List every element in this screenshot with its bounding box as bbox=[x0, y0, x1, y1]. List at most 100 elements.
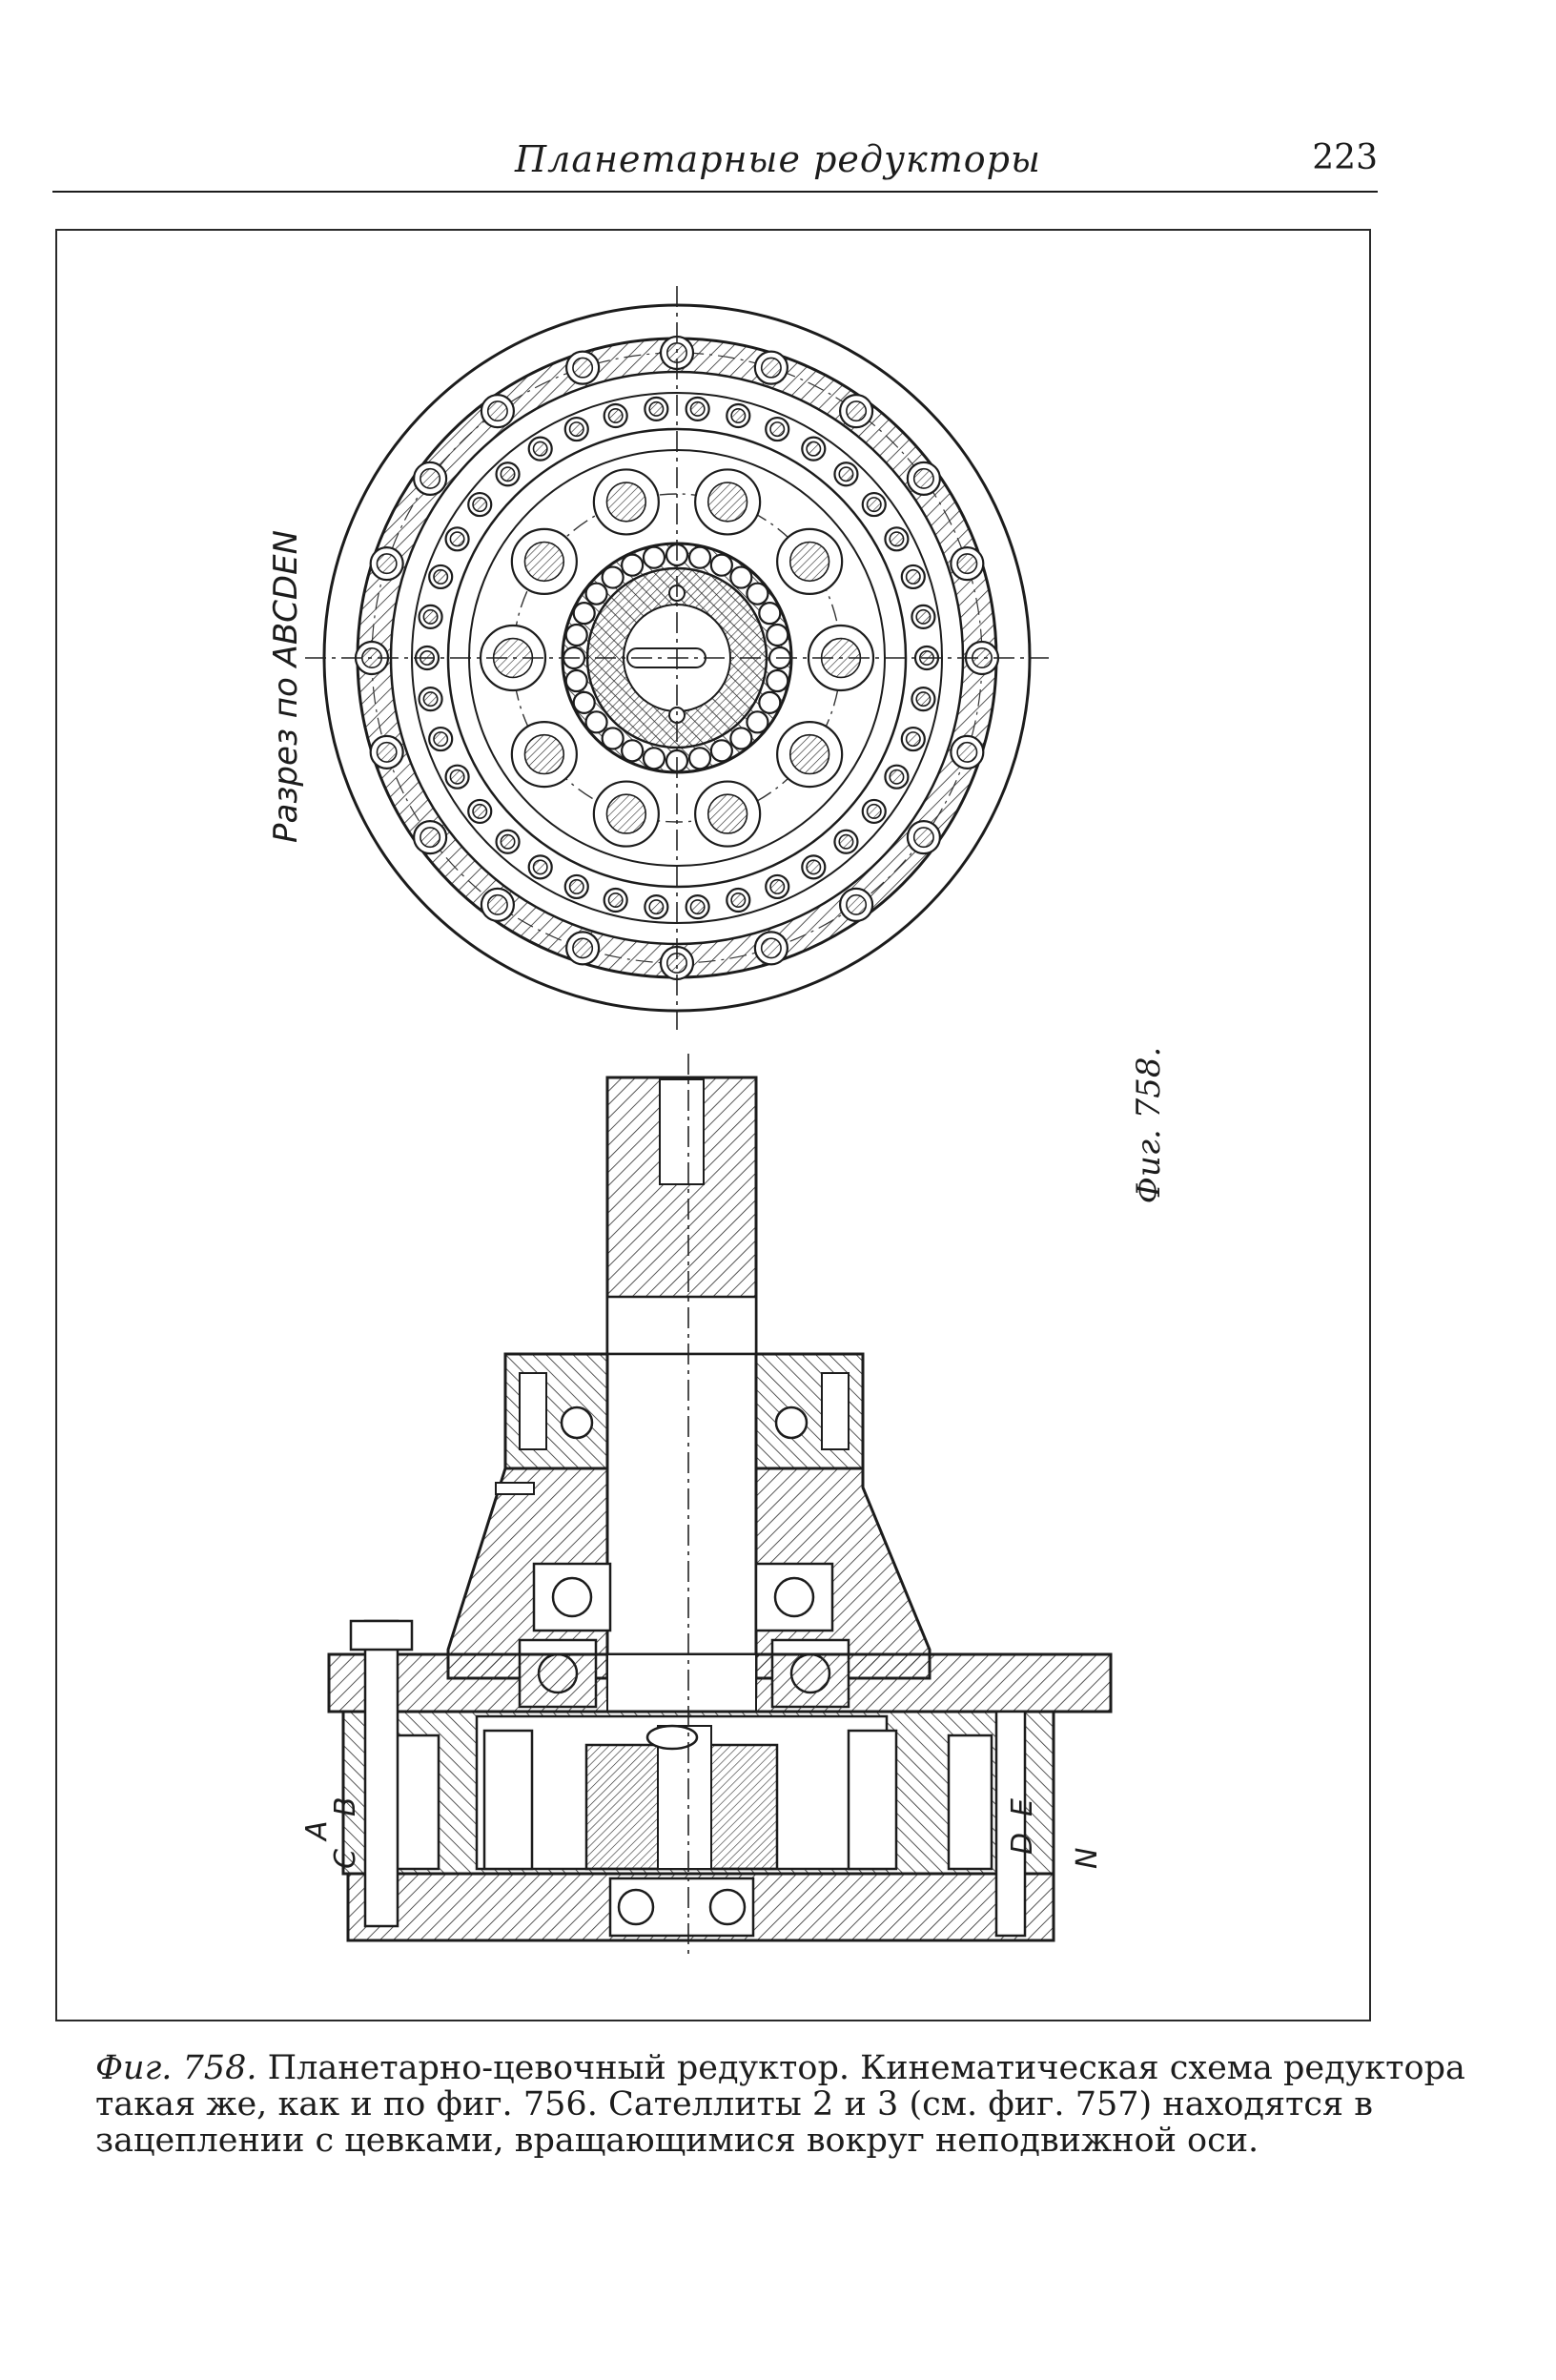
planet-bolt-hole-core bbox=[788, 541, 830, 583]
needle-roller bbox=[601, 565, 624, 589]
letter-b: B bbox=[329, 1796, 362, 1816]
middle-pin-core bbox=[905, 731, 921, 748]
middle-pin-core bbox=[433, 568, 449, 585]
circular-section-view bbox=[305, 286, 1049, 1030]
needle-roller bbox=[729, 727, 753, 750]
middle-pin-core bbox=[500, 833, 516, 850]
needle-roller bbox=[564, 623, 588, 647]
figure-frame bbox=[55, 229, 1371, 2021]
needle-roller bbox=[766, 668, 789, 693]
running-head: Планетарные редукторы 223 bbox=[52, 133, 1378, 191]
middle-pin-core bbox=[648, 400, 665, 417]
middle-pin-core bbox=[689, 899, 706, 915]
section-label-text: Разрез по ABCDEN bbox=[267, 529, 305, 844]
middle-pin-core bbox=[568, 421, 584, 438]
middle-pin-core bbox=[905, 568, 921, 585]
middle-pin-core bbox=[806, 441, 822, 457]
caption-line-1: Фиг. 758. Планетарно-цевочный редуктор. … bbox=[95, 2049, 1465, 2087]
needle-roller bbox=[758, 690, 782, 714]
middle-pin-core bbox=[607, 408, 624, 424]
outer-pin-core bbox=[956, 741, 978, 763]
letter-a: A bbox=[300, 1820, 334, 1842]
needle-roller bbox=[601, 727, 624, 750]
needle-roller bbox=[564, 668, 588, 693]
letter-d: D bbox=[1006, 1833, 1039, 1855]
middle-pin-core bbox=[433, 731, 449, 748]
needle-roller bbox=[746, 710, 769, 734]
outer-pin-core bbox=[572, 937, 594, 959]
needle-roller bbox=[621, 739, 645, 763]
planet-bolt-holes bbox=[479, 468, 875, 848]
needle-roller bbox=[758, 602, 782, 626]
middle-pin-core bbox=[730, 408, 747, 424]
needle-roller bbox=[729, 565, 753, 589]
outer-pin-core bbox=[912, 467, 934, 489]
middle-pin-core bbox=[449, 531, 465, 547]
section-marker-letters: A B C D E N bbox=[300, 1796, 1104, 1869]
middle-pin-core bbox=[889, 769, 905, 785]
middle-pin-core bbox=[472, 803, 488, 819]
outer-pin-core bbox=[420, 827, 441, 849]
outer-pin-core bbox=[486, 893, 508, 915]
middle-pin-core bbox=[607, 892, 624, 908]
outer-pin-core bbox=[376, 741, 398, 763]
outer-pin-core bbox=[420, 467, 441, 489]
caption-line-3: зацеплении с цевками, вращающимися вокру… bbox=[95, 2122, 1259, 2160]
middle-pin-core bbox=[806, 859, 822, 875]
middle-pin-core bbox=[689, 400, 706, 417]
page-number: 223 bbox=[1312, 138, 1378, 177]
planet-bolt-hole-core bbox=[788, 733, 830, 775]
needle-roller bbox=[572, 602, 596, 626]
middle-pin-core bbox=[915, 608, 932, 625]
caption-line-2: такая же, как и по фиг. 756. Сателлиты 2… bbox=[95, 2085, 1373, 2124]
outer-pin-core bbox=[912, 827, 934, 849]
middle-pin-core bbox=[449, 769, 465, 785]
middle-pin-core bbox=[422, 691, 439, 708]
middle-pin-core bbox=[500, 466, 516, 482]
letter-e: E bbox=[1006, 1798, 1039, 1816]
figure-caption: Фиг. 758. Планетарно-цевочный редуктор. … bbox=[95, 2049, 1465, 2160]
figure-side-label: Фиг. 758. bbox=[1120, 1039, 1177, 1211]
caption-line-1-text: Планетарно-цевочный редуктор. Кинематиче… bbox=[256, 2049, 1465, 2087]
needle-roller bbox=[687, 545, 712, 569]
middle-pin-core bbox=[866, 803, 882, 819]
caption-fig-ref: Фиг. 758. bbox=[95, 2049, 257, 2087]
letter-c: C bbox=[329, 1849, 362, 1869]
middle-pin-core bbox=[648, 899, 665, 915]
middle-pin-core bbox=[866, 497, 882, 513]
needle-roller bbox=[709, 739, 733, 763]
outer-pin-core bbox=[760, 357, 782, 379]
needle-roller bbox=[746, 582, 769, 605]
needle-roller bbox=[642, 747, 666, 770]
planet-bolt-hole-core bbox=[605, 793, 647, 834]
middle-pin-core bbox=[568, 878, 584, 894]
needle-roller bbox=[687, 747, 712, 770]
middle-pin-core bbox=[422, 608, 439, 625]
outer-pin-core bbox=[572, 357, 594, 379]
needle-roller bbox=[709, 553, 733, 577]
planet-bolt-hole-core bbox=[605, 482, 647, 523]
needle-roller bbox=[766, 623, 789, 647]
outer-pin-core bbox=[760, 937, 782, 959]
middle-pin-core bbox=[730, 892, 747, 908]
middle-pin-core bbox=[769, 421, 786, 438]
middle-pin-core bbox=[838, 833, 854, 850]
needle-roller bbox=[584, 710, 608, 734]
middle-pin-ring bbox=[414, 396, 940, 920]
middle-pin-core bbox=[532, 859, 548, 875]
needle-roller bbox=[642, 545, 666, 569]
planet-bolt-hole-core bbox=[523, 733, 565, 775]
figure-side-label-text: Фиг. 758. bbox=[1130, 1046, 1168, 1204]
outer-pin-core bbox=[486, 400, 508, 422]
middle-pin-core bbox=[889, 531, 905, 547]
outer-pin-core bbox=[846, 400, 868, 422]
outer-pin-core bbox=[956, 553, 978, 575]
letter-n: N bbox=[1071, 1848, 1104, 1869]
middle-pin-core bbox=[769, 878, 786, 894]
longitudinal-section-view bbox=[327, 1054, 1113, 1955]
middle-pin-core bbox=[532, 441, 548, 457]
middle-pin-core bbox=[838, 466, 854, 482]
middle-pin-core bbox=[472, 497, 488, 513]
outer-pin-core bbox=[376, 553, 398, 575]
needle-roller bbox=[621, 553, 645, 577]
